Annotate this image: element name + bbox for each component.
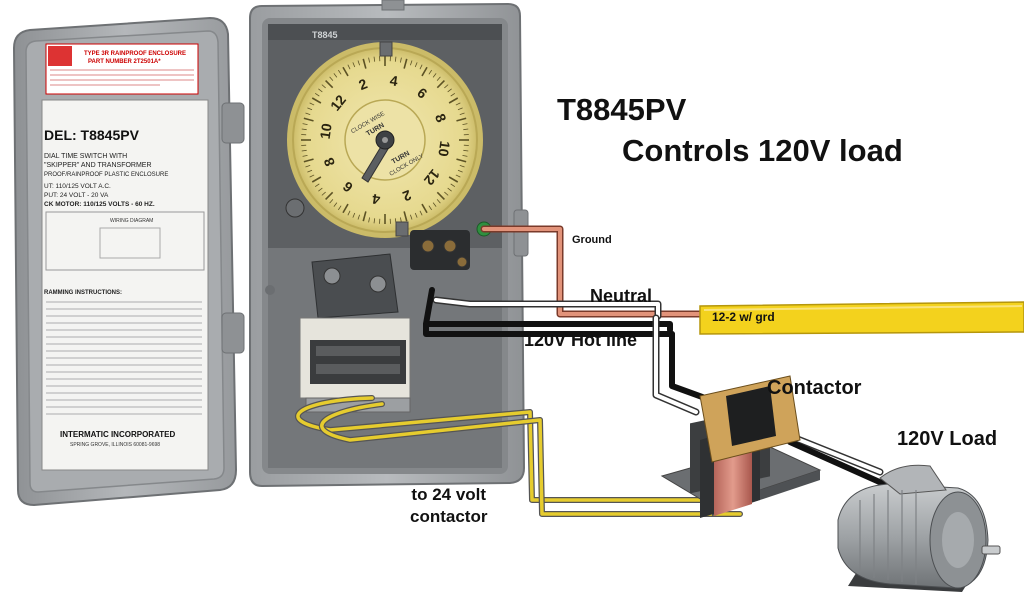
contactor-label: Contactor [767,377,861,400]
motor-shaft [982,546,1000,554]
dial-hour-number: 10 [317,122,335,140]
to-contactor-label: to 24 volt contactor [410,484,487,528]
door-spec-line: CK MOTOR: 110/125 VOLTS - 60 HZ. [44,201,155,208]
mount-screw [265,285,275,295]
door-spec-line: PROOF/RAINPROOF PLASTIC ENCLOSURE [44,172,168,178]
hot-to-contactor [672,334,716,402]
mount-screw [286,199,304,217]
diagram-title-model: T8845PV [557,92,686,128]
terminal-screw[interactable] [457,257,467,267]
cable-label: 12-2 w/ grd [712,310,775,324]
ground-label: Ground [572,234,612,246]
motor-end-cap [942,512,974,568]
door-model-label: DEL: T8845PV [44,127,140,143]
door-spec-line: "SKIPPER" AND TRANSFORMER [44,162,152,169]
switch-screw[interactable] [370,276,386,292]
motor-load [838,465,1000,592]
switch-screw[interactable] [324,268,340,284]
dial-header: T8845 [312,30,338,40]
door-brand-address: SPRING GROVE, ILLINOIS 60081-9698 [70,442,160,448]
door-spec-line: PUT: 24 VOLT - 20 VA [44,192,109,199]
hot-line-label: 120V Hot line [524,330,637,351]
door-spec-line: DIAL TIME SWITCH WITH [44,153,127,160]
door-spec-line: UT: 110/125 VOLT A.C. [44,183,111,190]
to-contactor-label-line2: contactor [410,506,487,528]
door-part-number: PART NUMBER 2T2501A* [88,59,161,65]
to-contactor-label-line1: to 24 volt [410,484,487,506]
enclosure-door: TYPE 3R RAINPROOF ENCLOSURE PART NUMBER … [14,18,244,505]
door-warning-title: TYPE 3R RAINPROOF ENCLOSURE [84,51,186,57]
neutral-label: Neutral [590,286,652,307]
load-label: 120V Load [897,428,997,451]
terminal-screw[interactable] [444,240,456,252]
dial-tripper[interactable] [380,42,392,56]
door-brand: INTERMATIC INCORPORATED [60,430,175,439]
terminal-screw[interactable] [422,240,434,252]
dial-hour-number: 10 [435,140,453,158]
door-wiring-diagram-label: WIRING DIAGRAM [110,218,153,224]
diagram-title-subtitle: Controls 120V load [622,133,903,169]
dial-tripper[interactable] [396,222,408,236]
door-instructions-heading: RAMMING INSTRUCTIONS: [44,290,122,296]
dial-hub-center [382,137,388,143]
